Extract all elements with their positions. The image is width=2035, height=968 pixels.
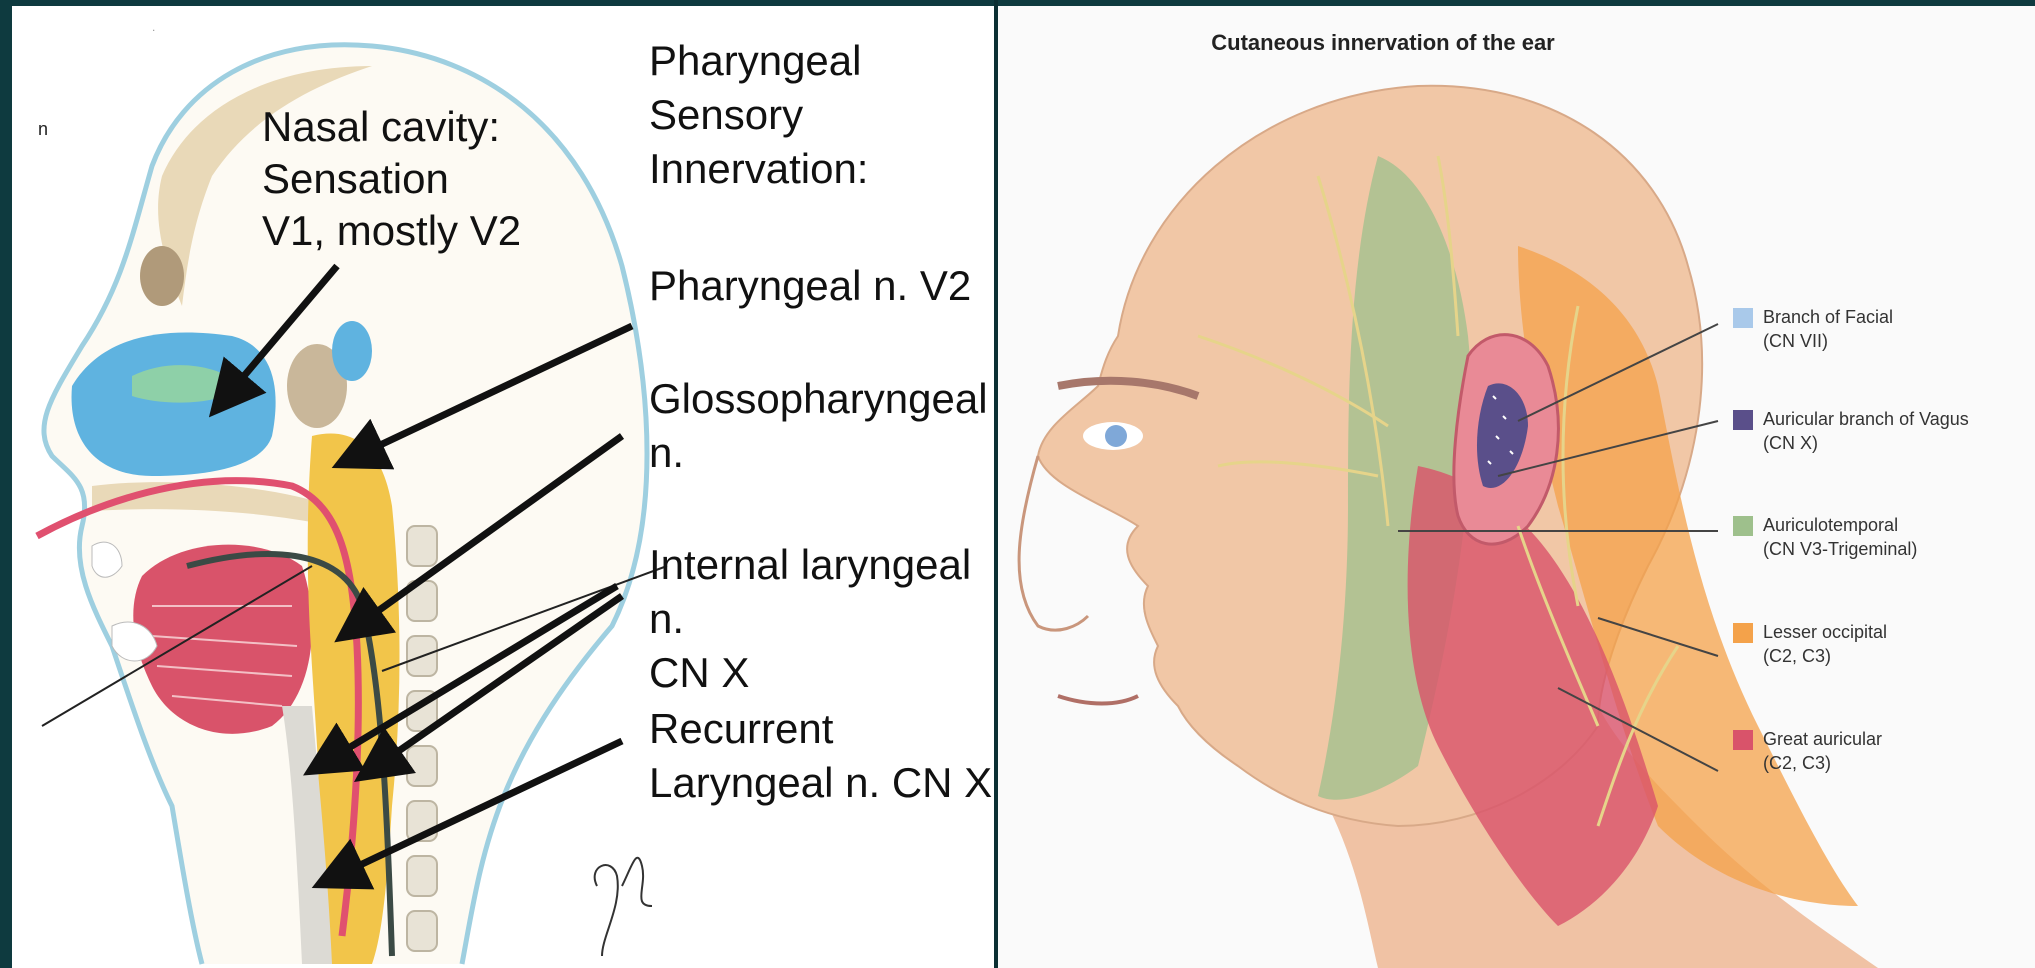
pharyngeal-heading-line3: Innervation:	[649, 144, 868, 194]
legend-sub-lesser-occipital: (C2, C3)	[1763, 645, 1831, 668]
legend-label-great-auricular: Great auricular	[1763, 728, 1882, 751]
pituitary-region	[332, 321, 372, 381]
nasal-label-line3: V1, mostly V2	[262, 206, 521, 256]
legend-swatch-great-auricular	[1733, 730, 1753, 750]
right-panel-ear-innervation: Cutaneous innervation of the ear	[998, 6, 2035, 968]
left-panel-sagittal-head: . n Nasal cavity: Sensation V1, mostly V…	[12, 6, 994, 968]
corner-mark: n	[38, 118, 48, 140]
legend-label-auriculotemporal: Auriculotemporal	[1763, 514, 1898, 537]
glosso-label-line2: n.	[649, 428, 684, 478]
pharyngeal-n-label: Pharyngeal n. V2	[649, 261, 971, 311]
recurrent-label-line2: Laryngeal n. CN X	[649, 758, 992, 808]
pharyngeal-heading-line2: Sensory	[649, 90, 803, 140]
pharyngeal-heading-line1: Pharyngeal	[649, 36, 861, 86]
legend-swatch-facial	[1733, 308, 1753, 328]
lips	[1058, 696, 1138, 704]
legend-swatch-auriculotemporal	[1733, 516, 1753, 536]
internal-label-line1: Internal laryngeal	[649, 540, 971, 590]
recurrent-label-line1: Recurrent	[649, 704, 833, 754]
internal-label-line2: n.	[649, 594, 684, 644]
legend-sub-vagus: (CN X)	[1763, 432, 1818, 455]
legend-label-lesser-occipital: Lesser occipital	[1763, 621, 1887, 644]
legend-swatch-vagus	[1733, 410, 1753, 430]
head-profile-illustration	[998, 6, 2035, 968]
nasal-label-line1: Nasal cavity:	[262, 102, 500, 152]
eye-iris	[1105, 425, 1127, 447]
internal-label-line3: CN X	[649, 648, 749, 698]
frontal-sinus	[140, 246, 184, 306]
netter-signature	[595, 858, 652, 956]
legend-label-facial: Branch of Facial	[1763, 306, 1893, 329]
legend-sub-great-auricular: (C2, C3)	[1763, 752, 1831, 775]
faint-mark: .	[152, 20, 155, 34]
legend-swatch-lesser-occipital	[1733, 623, 1753, 643]
legend-label-vagus: Auricular branch of Vagus	[1763, 408, 1969, 431]
nasal-label-line2: Sensation	[262, 154, 449, 204]
legend-sub-auriculotemporal: (CN V3-Trigeminal)	[1763, 538, 1917, 561]
glosso-label-line1: Glossopharyngeal	[649, 374, 988, 424]
legend-sub-facial: (CN VII)	[1763, 330, 1828, 353]
